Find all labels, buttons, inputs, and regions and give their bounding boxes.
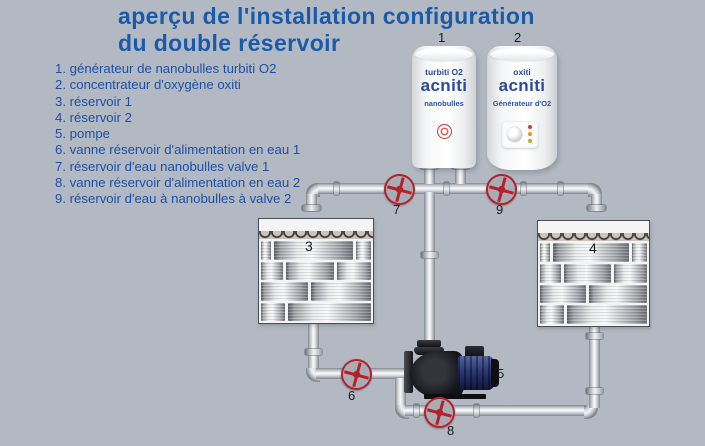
pump-number-label: 5 [497, 366, 505, 381]
legend-item-8: 8. vanne réservoir d'alimentation en eau… [55, 175, 301, 191]
tank1-brand-logo: acniti [420, 76, 468, 95]
pipe-joint [558, 182, 563, 195]
tank2-cap [489, 48, 555, 61]
pipe-elbow-top-left [306, 183, 320, 197]
pipe-joint [334, 182, 339, 195]
pipe-joint [305, 349, 322, 355]
tank2-brand-logo: acniti [498, 76, 546, 95]
reservoir1-number-label: 3 [305, 238, 313, 254]
pipe-top-header [318, 183, 590, 194]
pump-top-flange [414, 347, 444, 355]
page-title-line2: du double réservoir [118, 30, 341, 56]
legend-item-6: 6. vanne réservoir d'alimentation en eau… [55, 142, 301, 158]
page-title-line1: aperçu de l'installation configuration [118, 3, 535, 29]
tank2-tagline-text: Générateur d'O2 [492, 99, 552, 108]
pipe-joint [521, 182, 526, 195]
legend-item-4: 4. réservoir 2 [55, 109, 132, 125]
valve-9-number-label: 9 [496, 202, 504, 217]
tank2-knob-icon [507, 127, 522, 142]
pipe-reservoir1-drain [308, 321, 319, 370]
tank1-number-label: 1 [438, 30, 446, 45]
pump-discharge-flange [417, 340, 441, 347]
pipe-joint [421, 252, 438, 258]
led-red-icon [528, 125, 532, 129]
tank1-port-a [424, 167, 435, 184]
pipe-drop-reservoir1 [306, 194, 317, 206]
reservoir2-number-label: 4 [589, 240, 597, 256]
led-orange-icon [528, 132, 532, 136]
pipe-main-vertical [424, 192, 435, 342]
pipe-tee-down [395, 378, 406, 408]
valve-6-handwheel-icon [337, 355, 376, 394]
tank1-tagline-text: nanobulles [424, 99, 464, 108]
reservoir2-panels [538, 241, 649, 326]
valve-7-number-label: 7 [393, 202, 401, 217]
legend-item-9: 9. réservoir d'eau à nanobulles à valve … [55, 191, 292, 207]
led-green-icon [528, 139, 532, 143]
pipe-elbow-top-right [588, 183, 602, 197]
tank1-port-b [455, 167, 466, 184]
pump-motor-cap [491, 359, 499, 387]
pump-motor [458, 356, 494, 390]
legend-item-3: 3. réservoir 1 [55, 93, 132, 109]
pipe-lower-return [405, 405, 586, 416]
reservoir1-panels [259, 239, 373, 323]
pipe-reservoir2-drain [589, 325, 600, 408]
legend-item-7: 7. réservoir d'eau nanobulles valve 1 [55, 158, 270, 174]
tank2-control-panel [502, 121, 538, 148]
pipe-joint [444, 182, 449, 195]
legend-item-5: 5. pompe [55, 126, 110, 142]
tank2-number-label: 2 [514, 30, 522, 45]
legend-item-1: 1. générateur de nanobulles turbiti O2 [55, 61, 277, 76]
pipe-outlet-flange-reservoir1 [302, 205, 321, 211]
reservoir2-water-surface [538, 233, 649, 241]
pipe-outlet-flange-reservoir2 [587, 205, 606, 211]
reservoir1-water-surface [259, 231, 373, 239]
valve-6-number-label: 6 [348, 388, 356, 403]
pipe-elbow-lower-right [584, 405, 598, 419]
pump-volute [410, 351, 464, 398]
pipe-joint [474, 404, 479, 417]
tank1-cap [414, 48, 474, 61]
legend-list: 1. générateur de nanobulles turbiti O2 2… [55, 61, 300, 208]
tank1-badge-icon [437, 124, 452, 139]
legend-item-2: 2. concentrateur d'oxygène oxiti [55, 77, 241, 93]
oxygen-concentrator-unit: oxiti acniti Générateur d'O2 [487, 46, 557, 170]
pipe-joint [414, 404, 419, 417]
pipe-drop-reservoir2 [591, 194, 602, 206]
pipe-joint [586, 333, 603, 339]
tank1-model-text: turbiti O2 [425, 67, 463, 77]
reservoir1-interior [259, 219, 373, 231]
tank2-model-text: oxiti [513, 67, 531, 77]
pump-inlet-flange [404, 351, 413, 393]
nanobubble-generator-unit: turbiti O2 acniti nanobulles [412, 46, 476, 168]
pump-terminal-box [465, 346, 484, 358]
pump-base [424, 394, 486, 399]
valve-8-number-label: 8 [447, 423, 455, 438]
water-reservoir-2 [537, 220, 650, 327]
pipe-joint [586, 388, 603, 394]
reservoir2-interior [538, 221, 649, 233]
water-reservoir-1 [258, 218, 374, 324]
